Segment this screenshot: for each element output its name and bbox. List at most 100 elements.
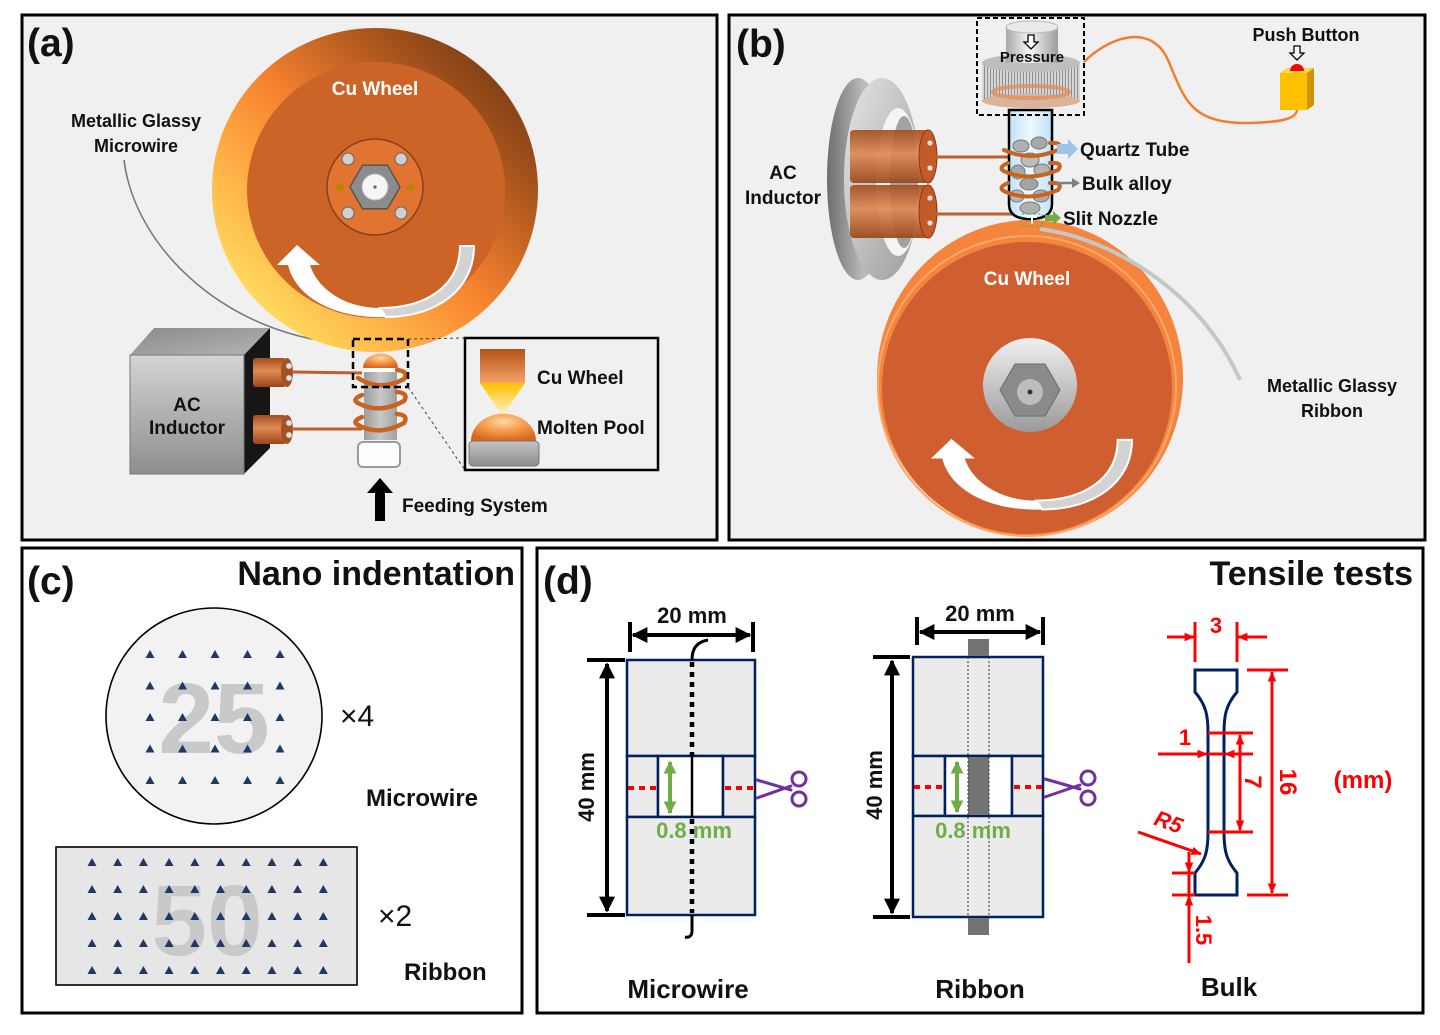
inductor-terminals-a [253,358,363,444]
indent-marker [267,912,277,920]
panel-d-label: (d) [543,560,593,603]
coil-cylinder-lower [850,185,928,238]
indent-marker [164,966,174,974]
bolt-icon [341,206,355,220]
indent-marker [267,885,277,893]
hub-pin [336,183,344,191]
ac-inductor-box-a: AC Inductor [129,328,270,475]
down-arrow-icon [1022,34,1040,50]
inductor-label-b-line1: AC [769,163,797,184]
rotation-arrow-icon [931,438,1133,511]
arrow-icon [1045,211,1061,225]
inset-wheel-label: Cu Wheel [537,368,624,389]
screw-icon [927,140,933,146]
ribbon-indent-count: 50 [151,865,262,977]
panel-b: (b) AC Inductor [727,13,1427,542]
screw-icon [927,195,933,201]
length-dimension-label: 40 mm [574,752,599,822]
alloy-piece [1019,201,1041,215]
microwire-cross-section: 25 [105,607,323,825]
arrow-icon [1072,178,1080,188]
terminal-upper [253,358,286,387]
indent-marker [243,776,252,784]
microwire-tensile-specimen: 20 mm 40 mm 0.8 mm Microwire [574,603,808,1004]
drop-gap [364,368,397,372]
scissors-blades [1043,777,1082,799]
indent-marker [145,776,155,784]
indent-marker [293,885,303,893]
pressure-unit: Pressure [976,17,1085,116]
button-box-side [1307,68,1314,110]
induction-coil-turn [353,389,408,411]
indent-marker [275,713,285,721]
slit-nozzle-marker [1021,213,1043,227]
push-button-icon[interactable] [1280,45,1314,110]
indent-marker [318,966,328,974]
ribbon-cross-section: 50 [55,846,358,986]
unit-label: (mm) [1334,767,1393,794]
coil-cylinder-upper [850,130,928,183]
total-length-label: 16 [1274,769,1301,796]
indent-marker [210,650,220,658]
indent-marker [216,885,225,893]
pressure-piston-top [1005,20,1059,34]
microwire-sample-label: Microwire [366,785,478,812]
indent-marker [275,681,285,690]
quartz-tube [999,108,1062,227]
indent-marker [216,966,225,974]
indent-marker [241,939,251,947]
grip-width-label: 3 [1210,613,1222,638]
panel-a: (a) Metallic Glassy Microwire Cu Wheel [20,13,719,542]
gauge-window [656,754,725,819]
bulk-alloy-pieces [1009,136,1051,215]
indent-marker [138,885,148,893]
inductor-coils-b [850,129,1012,239]
indent-marker [190,912,200,920]
indent-marker [178,744,187,753]
scissors-handle [790,770,808,788]
panel-c-label: (c) [27,560,75,603]
cu-wheel-a: Cu Wheel [212,28,538,352]
gap-dimension-label: 0.8 mm [935,818,1011,843]
hub-pin [407,183,415,191]
hub-center-dot [373,185,377,189]
bolt-icon [394,206,408,220]
down-arrow-icon [1288,45,1306,61]
indent-marker [113,858,123,866]
indent-marker [113,939,123,947]
indent-marker [138,912,148,920]
length-dimension-label: 40 mm [862,750,887,820]
pressure-disk-ring [991,84,1071,100]
screw-icon [927,165,933,171]
callout-quartz-tube: Quartz Tube [1057,139,1189,161]
ribbon-sample-end-top [968,639,989,656]
scissors-blades [755,778,793,800]
microwire-multiplier: ×4 [340,700,374,733]
scissors-handle [790,790,808,808]
indent-marker [164,912,174,920]
panel-a-label: (a) [27,22,75,65]
callout-slit-nozzle: Slit Nozzle [1045,209,1158,230]
screw-icon [285,431,293,439]
indent-marker [138,939,148,947]
induction-coil-turn [355,367,408,388]
quartz-tube-label: Quartz Tube [1080,140,1189,161]
callout-bulk-alloy: Bulk alloy [1056,174,1172,195]
indent-marker [243,713,252,721]
microwire-indent-grid [145,650,285,784]
ribbon-sample [968,757,989,815]
ribbon-tensile-specimen: 20 mm 40 mm 0.8 mm Ribbon [862,601,1097,1004]
zoom-connector [407,386,466,471]
indent-marker [145,713,155,721]
indent-marker [113,966,123,974]
indent-marker [164,885,174,893]
indent-marker [138,966,148,974]
indent-marker [216,858,225,866]
wheel-label-a: Cu Wheel [332,79,419,100]
ribbon-plate [55,846,358,986]
rotation-arrow-shaft [288,265,386,318]
wheel-hub [326,138,424,236]
zoom-region-box [351,337,410,389]
panel-d-title: Tensile tests [1210,555,1413,593]
